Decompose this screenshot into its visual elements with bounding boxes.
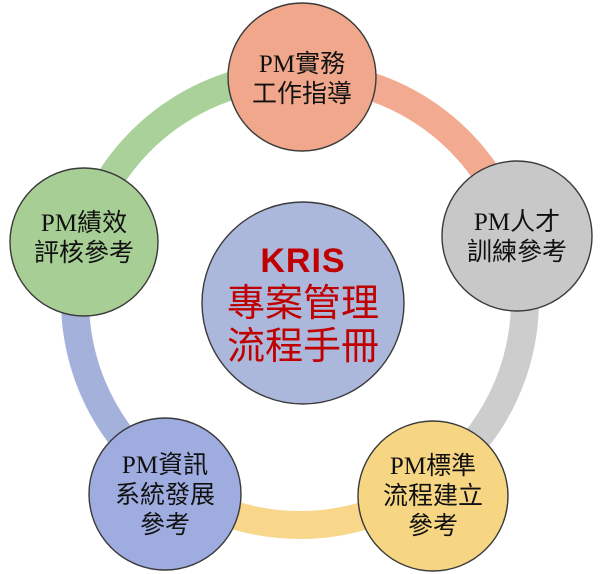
label-bottom-right-line-2: 流程建立 [382,483,484,510]
node-circle-bottom-right [357,420,509,572]
label-bottom-left-line-1: PM資訊 [121,452,209,479]
label-right: PM人才 訓練參考 [467,208,567,268]
label-top-line-2: 工作指導 [251,81,353,108]
center-label: KRIS 專案管理 流程手冊 [227,239,379,369]
node-circle-right [441,160,593,312]
label-top: PM實務 工作指導 [252,50,352,110]
label-bottom-right-line-1: PM標準 [389,453,477,480]
center-label-line-2: 流程手冊 [226,326,380,368]
label-right-line-2: 訓練參考 [466,239,568,266]
label-left: PM績效 評核參考 [34,209,134,269]
node-circle-top [227,2,377,152]
label-bottom-right-line-3: 參考 [407,513,459,540]
center-circle [201,201,405,405]
center-label-line-1: 專案管理 [226,283,380,325]
node-circle-left [9,167,159,317]
label-bottom-left-line-2: 系統發展 [114,482,216,509]
label-top-line-1: PM實務 [258,51,346,78]
label-right-line-1: PM人才 [473,209,561,236]
label-bottom-left: PM資訊 系統發展 參考 [115,451,215,541]
label-left-line-1: PM績效 [40,210,128,237]
center-title: KRIS [260,242,346,280]
node-circle-bottom-left [88,417,242,571]
label-bottom-right: PM標準 流程建立 參考 [383,452,483,542]
label-bottom-left-line-3: 參考 [139,512,191,539]
label-left-line-2: 評核參考 [33,240,135,267]
